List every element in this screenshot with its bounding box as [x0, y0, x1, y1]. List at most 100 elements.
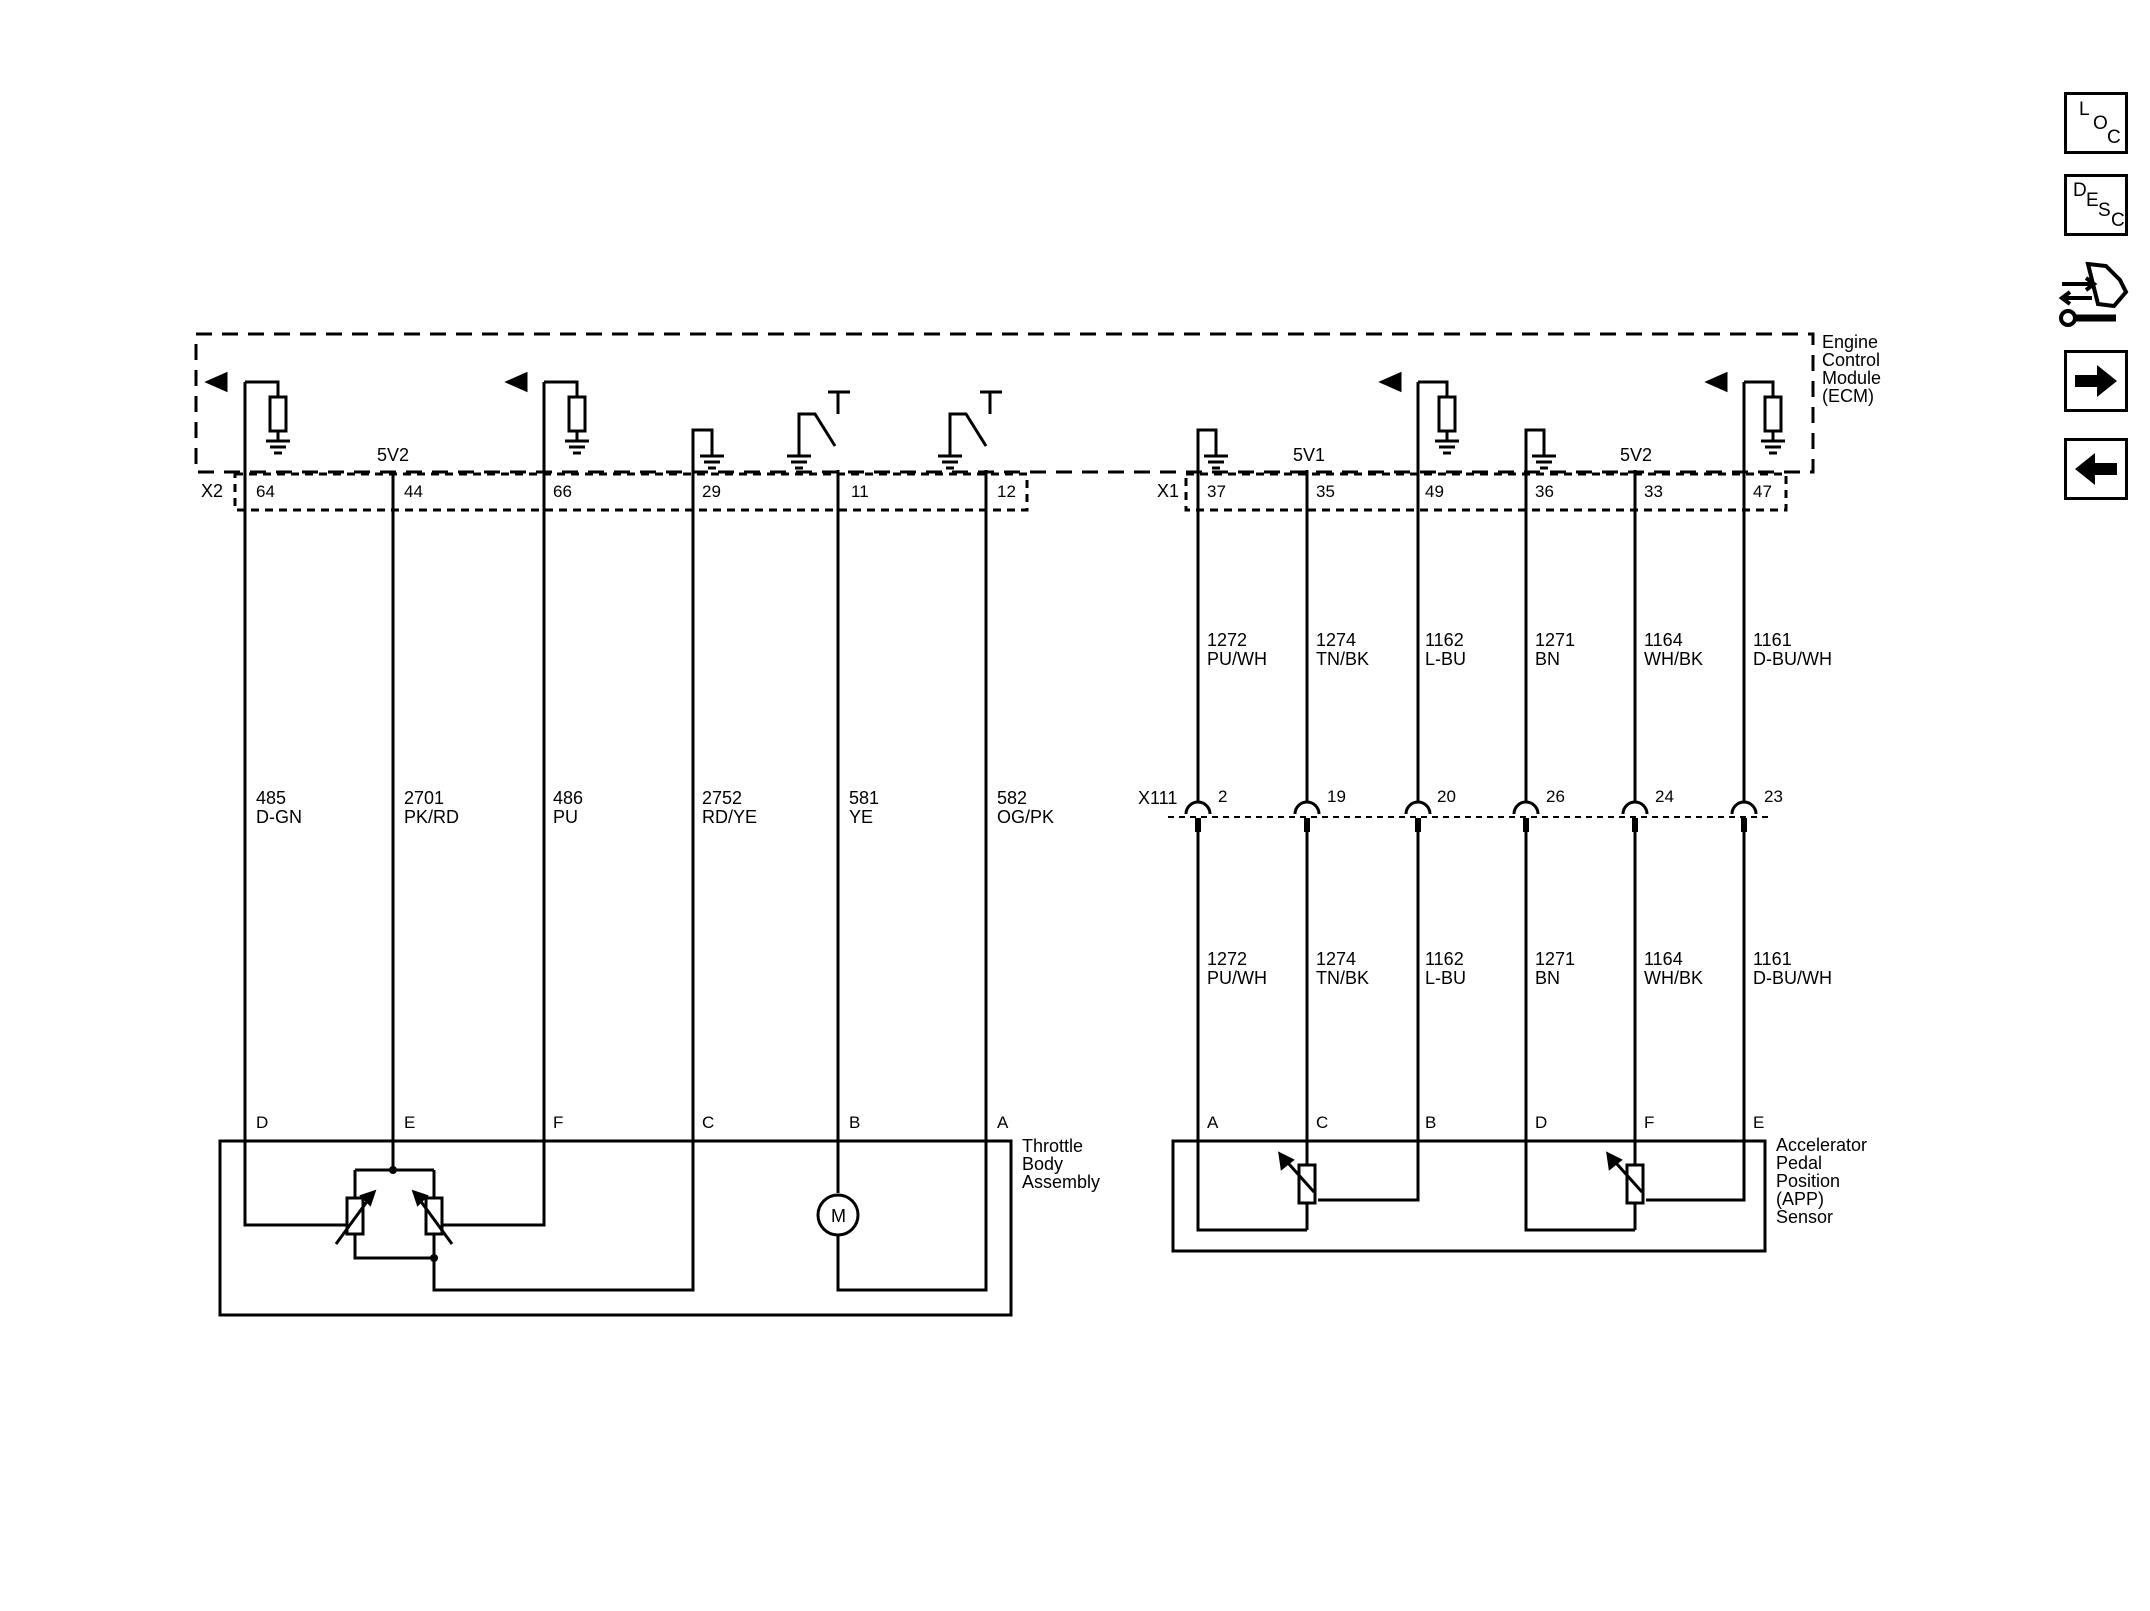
- inline-pin: 26: [1546, 787, 1565, 806]
- wire-color: WH/BK: [1644, 968, 1703, 988]
- wire-color: BN: [1535, 649, 1560, 669]
- location-button[interactable]: L O C: [2064, 92, 2128, 154]
- ecm-internal-left: [204, 371, 1002, 447]
- ref-5v1: 5V1: [1293, 445, 1325, 465]
- wire-circuit: 1272: [1207, 949, 1247, 969]
- app-label-3: Position: [1776, 1171, 1840, 1191]
- app-label-1: Accelerator: [1776, 1135, 1867, 1155]
- loc-letter-1: L: [2079, 99, 2090, 120]
- ecm-label-line-4: (ECM): [1822, 386, 1874, 406]
- wire-color: D-BU/WH: [1753, 649, 1832, 669]
- resistor-icon: [268, 395, 288, 433]
- wire-circuit: 1161: [1753, 949, 1792, 969]
- desc-letter-3: S: [2098, 200, 2111, 221]
- tps-sensors: [353, 1168, 436, 1260]
- previous-page-button[interactable]: [2064, 438, 2128, 500]
- x1-pin: 35: [1316, 482, 1335, 501]
- next-page-button[interactable]: [2064, 350, 2128, 412]
- wire-color: TN/BK: [1316, 968, 1369, 988]
- connector-wrench-icon: [2058, 261, 2129, 327]
- resistor-icon: [567, 395, 587, 433]
- app-sensor-box: [1171, 1139, 1767, 1253]
- inline-pin: 19: [1327, 787, 1346, 806]
- app-pin: B: [1425, 1113, 1436, 1132]
- app-label-4: (APP): [1776, 1189, 1824, 1209]
- throttle-pin: A: [997, 1113, 1009, 1132]
- throttle-pin: D: [256, 1113, 268, 1132]
- wire-color: BN: [1535, 968, 1560, 988]
- throttle-pin: B: [849, 1113, 860, 1132]
- ecm-label-line-1: Engine: [1822, 332, 1878, 352]
- throttle-label-3: Assembly: [1022, 1172, 1100, 1192]
- wire-color: L-BU: [1425, 649, 1466, 669]
- throttle-pin: E: [404, 1113, 415, 1132]
- wire-circuit: 486: [553, 788, 583, 808]
- x2-pin: 12: [997, 482, 1016, 501]
- x2-label: X2: [201, 481, 223, 501]
- wire-circuit: 1272: [1207, 630, 1247, 650]
- throttle-pin: F: [553, 1113, 563, 1132]
- inline-pin-terminals: [1195, 818, 1747, 832]
- wire-circuit: 1271: [1535, 949, 1575, 969]
- x1-pin: 37: [1207, 482, 1226, 501]
- ground-icon: [1530, 444, 1558, 470]
- x1-pin: 36: [1535, 482, 1554, 501]
- x2-connector: [233, 472, 1029, 512]
- wire-color: PK/RD: [404, 807, 459, 827]
- wire-color: L-BU: [1425, 968, 1466, 988]
- x1-connector: [1184, 472, 1788, 512]
- inline-pin: 20: [1437, 787, 1456, 806]
- ecm-label: Engine Control Module (ECM): [1822, 332, 1881, 406]
- ecm-internal-right: [1196, 371, 1775, 474]
- arrow-left-icon: [2075, 453, 2117, 485]
- ground-icon: [1433, 429, 1461, 455]
- wire-circuit: 581: [849, 788, 879, 808]
- throttle-label-2: Body: [1022, 1154, 1063, 1174]
- wire-circuit: 1162: [1425, 949, 1464, 969]
- wire-color: D-BU/WH: [1753, 968, 1832, 988]
- x2-pin: 29: [702, 482, 721, 501]
- loc-letter-3: C: [2107, 127, 2121, 148]
- x2-pin: 11: [851, 482, 869, 501]
- throttle-pin: C: [702, 1113, 714, 1132]
- x111-label: X111: [1138, 788, 1177, 808]
- ground-icon: [936, 444, 964, 470]
- wire-color: PU/WH: [1207, 649, 1267, 669]
- ecm-label-line-3: Module: [1822, 368, 1881, 388]
- ground-icon: [785, 444, 813, 470]
- throttle-label-1: Throttle: [1022, 1136, 1083, 1156]
- desc-letter-1: D: [2073, 180, 2087, 201]
- x1-pin: 33: [1644, 482, 1663, 501]
- description-button[interactable]: D E S C: [2064, 174, 2128, 236]
- inline-pin: 2: [1218, 787, 1227, 806]
- app-label-5: Sensor: [1776, 1207, 1833, 1227]
- connector-view-button[interactable]: [2058, 258, 2132, 334]
- wire-circuit: 1274: [1316, 949, 1356, 969]
- app-pin: A: [1207, 1113, 1219, 1132]
- wire-color: PU: [553, 807, 578, 827]
- ecm-boundary: [194, 332, 1815, 474]
- app-pin: D: [1535, 1113, 1547, 1132]
- x2-pin: 64: [256, 482, 275, 501]
- app-pin: F: [1644, 1113, 1654, 1132]
- wire-circuit: 1161: [1753, 630, 1792, 650]
- resistor-icon: [1437, 395, 1457, 433]
- inline-pin: 23: [1764, 787, 1783, 806]
- ground-icon: [1759, 429, 1787, 455]
- wire-circuit: 2752: [702, 788, 742, 808]
- ground-icon: [698, 444, 726, 470]
- wire-circuit: 485: [256, 788, 286, 808]
- resistor-icon: [1763, 395, 1783, 433]
- wire-circuit: 1164: [1644, 630, 1683, 650]
- wire-circuit: 1162: [1425, 630, 1464, 650]
- wire-circuit: 2701: [404, 788, 444, 808]
- ref-5v2-left: 5V2: [377, 445, 409, 465]
- motor-icon: [816, 1193, 860, 1237]
- wire-color: TN/BK: [1316, 649, 1369, 669]
- x2-pin: 66: [553, 482, 572, 501]
- ground-icon: [563, 429, 591, 455]
- inline-pin: 24: [1655, 787, 1674, 806]
- app-label-2: Pedal: [1776, 1153, 1822, 1173]
- ref-5v2-right: 5V2: [1620, 445, 1652, 465]
